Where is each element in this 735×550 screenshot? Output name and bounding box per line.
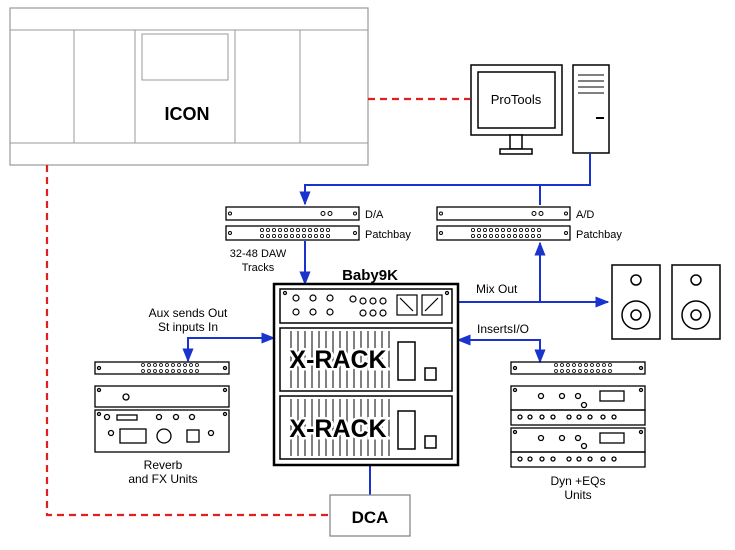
speaker-right	[671, 264, 721, 340]
audio-links	[182, 153, 610, 495]
reverb-caption: Reverb and FX Units	[128, 458, 197, 486]
svg-text:32-48 DAW: 32-48 DAW	[230, 248, 287, 260]
da-label: D/A	[365, 209, 384, 221]
dca-box: DCA	[329, 494, 411, 537]
svg-text:Dyn +EQs: Dyn +EQs	[550, 474, 605, 488]
icon-console: ICON	[9, 7, 369, 166]
svg-text:Tracks: Tracks	[242, 262, 275, 274]
baby9k-rack: Baby9K X-RACK	[272, 267, 460, 467]
dyn-caption: Dyn +EQs Units	[550, 474, 605, 502]
da-converter: D/A	[225, 206, 384, 221]
svg-text:and FX Units: and FX Units	[128, 472, 197, 486]
xrack-bottom: X-RACK	[279, 395, 453, 460]
left-patchbay-label: Patchbay	[365, 229, 411, 241]
digital-control-links	[45, 97, 470, 517]
aux-caption: Aux sends Out St inputs In	[149, 306, 228, 334]
protools-label: ProTools	[491, 92, 542, 107]
protools-computer: ProTools	[470, 64, 610, 155]
svg-text:Reverb: Reverb	[144, 458, 183, 472]
icon-label: ICON	[165, 104, 210, 124]
right-patchbay: Patchbay	[436, 225, 622, 241]
daw-tracks-caption: 32-48 DAW Tracks	[230, 248, 287, 274]
inserts-label: InsertsI/O	[477, 322, 529, 336]
ad-label: A/D	[576, 209, 594, 221]
baby9k-label: Baby9K	[342, 267, 398, 284]
mix-out-label: Mix Out	[476, 282, 518, 296]
svg-text:St inputs In: St inputs In	[158, 320, 218, 334]
speaker-left	[611, 264, 661, 340]
xrack-top: X-RACK	[279, 327, 453, 392]
svg-text:Units: Units	[564, 488, 591, 502]
dyn-eq-units	[510, 361, 646, 468]
dca-label: DCA	[352, 508, 389, 527]
left-patchbay: Patchbay	[225, 225, 411, 241]
svg-text:Aux sends Out: Aux sends Out	[149, 306, 228, 320]
ad-converter: A/D	[436, 206, 594, 221]
xrack-top-label: X-RACK	[289, 346, 386, 374]
reverb-fx-units	[94, 361, 230, 453]
right-patchbay-label: Patchbay	[576, 229, 622, 241]
xrack-bottom-label: X-RACK	[289, 415, 386, 443]
